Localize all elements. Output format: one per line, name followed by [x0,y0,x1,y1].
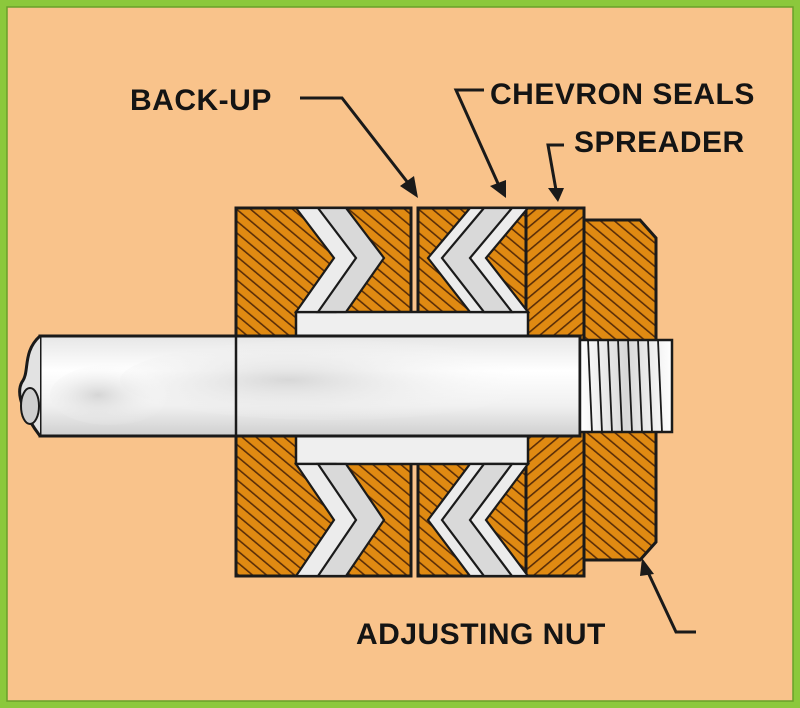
leader-lines [300,88,696,634]
upper-chevron-seals [293,206,531,314]
bottom-bushing [294,434,530,466]
leader-arrowheads [400,176,654,576]
piston-rod [18,334,582,438]
label-adjusting-nut: ADJUSTING NUT [356,618,606,651]
label-back-up: BACK-UP [130,84,272,117]
threaded-rod-end [578,338,674,434]
lower-chevron-seals [293,462,531,578]
label-chevron-seals: CHEVRON SEALS [490,78,755,111]
label-spreader: SPREADER [574,126,745,159]
